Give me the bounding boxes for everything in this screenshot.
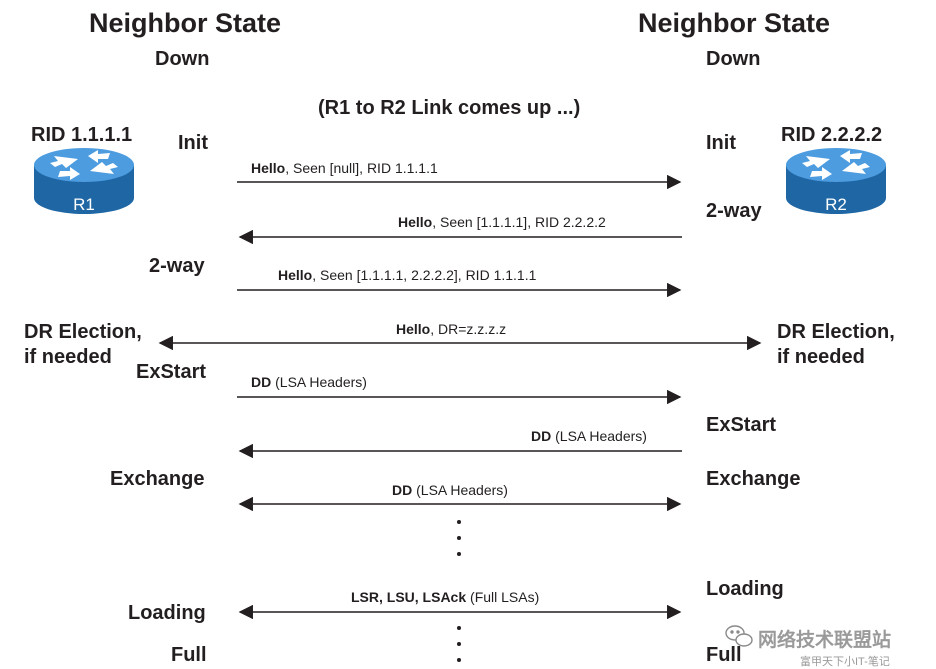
message-type: DD [392, 482, 413, 498]
message-hello-null: Hello, Seen [null], RID 1.1.1.1 [251, 160, 438, 176]
right-state-init: Init [706, 132, 736, 154]
dr-election-line2: if needed [24, 346, 112, 368]
wechat-icon [725, 625, 753, 647]
right-state-full: Full [706, 644, 742, 666]
message-type: Hello [278, 267, 313, 283]
watermark-title: 网络技术联盟站 [758, 630, 892, 651]
left-state-loading: Loading [128, 602, 206, 624]
watermark-subtitle: 富甲天下小IT-笔记 [800, 656, 890, 668]
message-detail: (Full LSAs) [466, 589, 540, 605]
router-r2-label: R2 [825, 195, 847, 214]
link-event-text: (R1 to R2 Link comes up ...) [318, 97, 581, 119]
left-state-exchange: Exchange [110, 468, 205, 490]
message-detail: (LSA Headers) [271, 374, 367, 390]
left-state-2way: 2-way [149, 255, 205, 277]
message-type: LSR, LSU, LSAck [351, 589, 467, 605]
message-hello-dr: Hello, DR=z.z.z.z [396, 321, 506, 337]
ellipsis-dots [457, 520, 461, 662]
message-hello-seen-r1: Hello, Seen [1.1.1.1], RID 2.2.2.2 [398, 214, 606, 230]
dr-election-line1: DR Election, [24, 321, 142, 343]
right-state-exstart: ExStart [706, 414, 777, 436]
left-header: Neighbor State [89, 8, 282, 38]
dr-election-line2: if needed [777, 346, 865, 368]
message-detail: , DR=z.z.z.z [430, 321, 507, 337]
message-dd-2: DD (LSA Headers) [531, 428, 647, 444]
message-type: DD [251, 374, 272, 390]
message-type: DD [531, 428, 552, 444]
right-rid: RID 2.2.2.2 [781, 124, 883, 146]
message-hello-seen-both: Hello, Seen [1.1.1.1, 2.2.2.2], RID 1.1.… [278, 267, 536, 283]
left-rid: RID 1.1.1.1 [31, 124, 133, 146]
message-type: Hello [398, 214, 433, 230]
right-state-2way: 2-way [706, 200, 762, 222]
message-detail: , Seen [1.1.1.1, 2.2.2.2], RID 1.1.1.1 [312, 267, 537, 283]
message-dd-1: DD (LSA Headers) [251, 374, 367, 390]
message-type: Hello [251, 160, 286, 176]
message-lsr-lsu-lsack: LSR, LSU, LSAck (Full LSAs) [351, 589, 539, 605]
router-r1-label: R1 [73, 195, 95, 214]
right-state-exchange: Exchange [706, 468, 801, 490]
right-state-dr-election: DR Election, if needed [777, 320, 895, 370]
right-header: Neighbor State [638, 8, 831, 38]
left-state-dr-election: DR Election, if needed [24, 320, 142, 370]
message-type: Hello [396, 321, 431, 337]
right-state-loading: Loading [706, 578, 784, 600]
router-r2-icon: R2 [786, 148, 886, 214]
message-detail: , Seen [1.1.1.1], RID 2.2.2.2 [432, 214, 606, 230]
left-state-exstart: ExStart [136, 361, 207, 383]
router-r1-icon: R1 [34, 148, 134, 214]
left-state-init: Init [178, 132, 208, 154]
left-state-down: Down [155, 48, 210, 70]
dr-election-line1: DR Election, [777, 321, 895, 343]
message-detail: (LSA Headers) [412, 482, 508, 498]
message-dd-3: DD (LSA Headers) [392, 482, 508, 498]
message-detail: , Seen [null], RID 1.1.1.1 [285, 160, 438, 176]
left-state-full: Full [171, 644, 207, 666]
message-detail: (LSA Headers) [551, 428, 647, 444]
right-state-down: Down [706, 48, 761, 70]
